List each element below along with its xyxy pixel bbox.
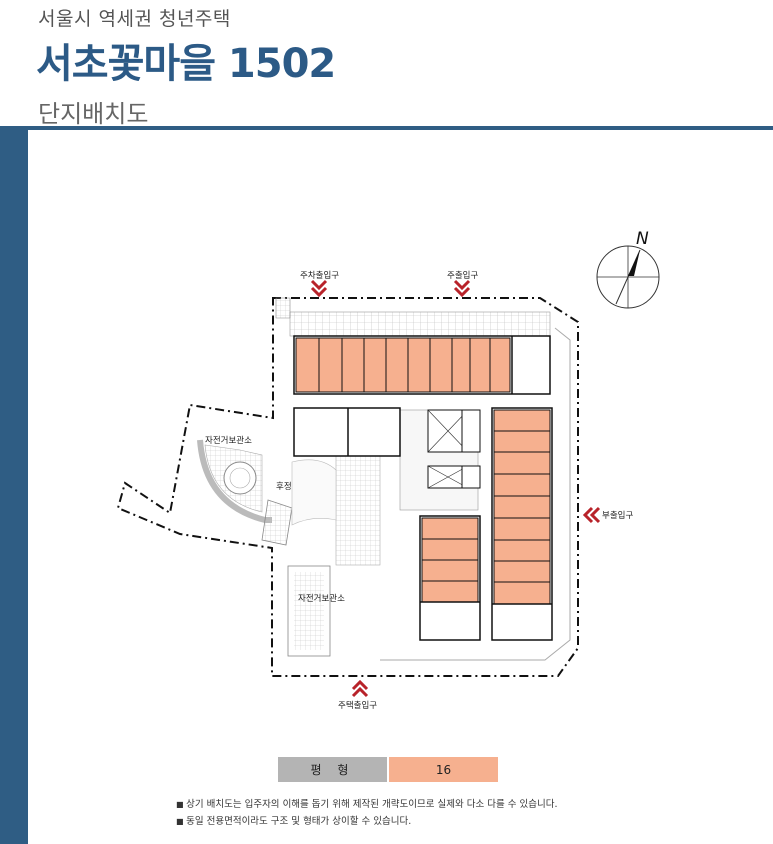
legend-value: 16 bbox=[389, 757, 498, 782]
side-entrance-arrow bbox=[582, 506, 601, 524]
corner-detail bbox=[275, 297, 291, 319]
north-compass: N bbox=[596, 229, 660, 309]
note-item: 동일 전용면적이라도 구조 및 형태가 상이할 수 있습니다. bbox=[176, 813, 558, 830]
main-entrance-arrow bbox=[453, 279, 471, 298]
parking-entrance-label: 주차출입구 bbox=[300, 270, 339, 281]
right-path bbox=[380, 327, 571, 661]
backyard-label: 후정 bbox=[276, 481, 292, 492]
notes: 상기 배치도는 입주자의 이해를 돕기 위해 제작된 개략도이므로 실제와 다소… bbox=[176, 796, 558, 830]
parking-entrance-arrow bbox=[310, 279, 328, 298]
top-walkway bbox=[289, 311, 551, 337]
page-title: 서초꽃마을 1502 bbox=[36, 41, 336, 87]
building-middle bbox=[293, 407, 481, 489]
main-entrance-label: 주출입구 bbox=[447, 270, 478, 281]
header: 서울시 역세권 청년주택 서초꽃마을 1502 단지배치도 bbox=[0, 0, 773, 128]
bike-rack-inner bbox=[294, 572, 324, 650]
side-entrance-label: 부출입구 bbox=[602, 510, 633, 521]
building-right bbox=[491, 407, 553, 641]
note-item: 상기 배치도는 입주자의 이해를 돕기 위해 제작된 개략도이므로 실제와 다소… bbox=[176, 796, 557, 813]
housing-entrance-label: 주택출입구 bbox=[338, 700, 377, 711]
bicycle-storage-label-2: 자전거보관소 bbox=[298, 593, 345, 604]
bicycle-storage-label-1: 자전거보관소 bbox=[205, 435, 252, 446]
legend-key: 평 형 bbox=[278, 757, 387, 782]
page-subtitle: 서울시 역세권 청년주택 bbox=[38, 8, 231, 30]
backyard-area bbox=[291, 459, 337, 526]
section-title: 단지배치도 bbox=[38, 100, 149, 128]
housing-entrance-arrow bbox=[351, 679, 369, 698]
building-top bbox=[293, 335, 551, 395]
stairs bbox=[261, 499, 293, 546]
round-plaza bbox=[223, 461, 257, 495]
round-plaza-inner bbox=[229, 467, 251, 489]
building-center bbox=[419, 515, 481, 641]
left-curve-path bbox=[197, 439, 272, 523]
header-divider bbox=[0, 126, 773, 130]
side-bar bbox=[0, 127, 28, 844]
center-walkway bbox=[335, 454, 381, 566]
site-boundary bbox=[116, 297, 579, 677]
north-label: N bbox=[636, 229, 649, 249]
